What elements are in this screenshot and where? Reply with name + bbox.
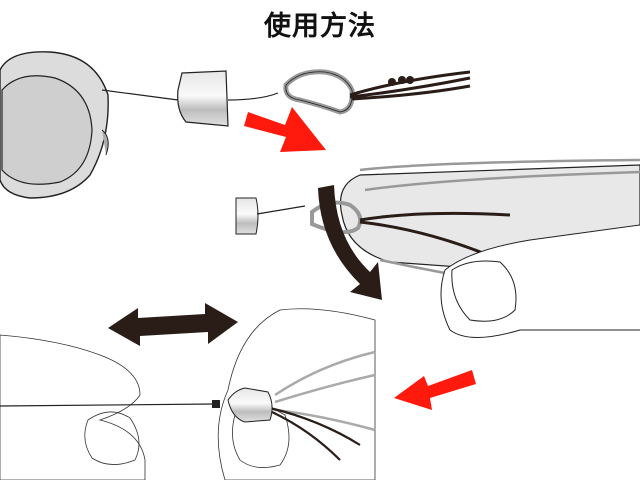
- line: [0, 403, 216, 407]
- page-title: 使用方法: [264, 11, 376, 42]
- thumb-icon: [440, 224, 640, 338]
- step-2-pull-skirt: [235, 158, 640, 338]
- step-3-slide-cap: [0, 303, 376, 480]
- cap-icon: [227, 387, 273, 423]
- cap-icon: [177, 70, 229, 127]
- loop-icon: [283, 69, 355, 115]
- red-arrow-back-icon: [394, 370, 476, 410]
- dark-curved-arrow-icon: [318, 185, 382, 300]
- cap-icon: [235, 197, 259, 235]
- left-hand-icon: [0, 334, 146, 480]
- line: [101, 89, 279, 101]
- step-1-sinker-setup: [0, 51, 471, 199]
- double-arrow-icon: [108, 303, 238, 346]
- sinker-face-icon: [1, 75, 93, 185]
- red-arrow-next-icon: [244, 107, 326, 152]
